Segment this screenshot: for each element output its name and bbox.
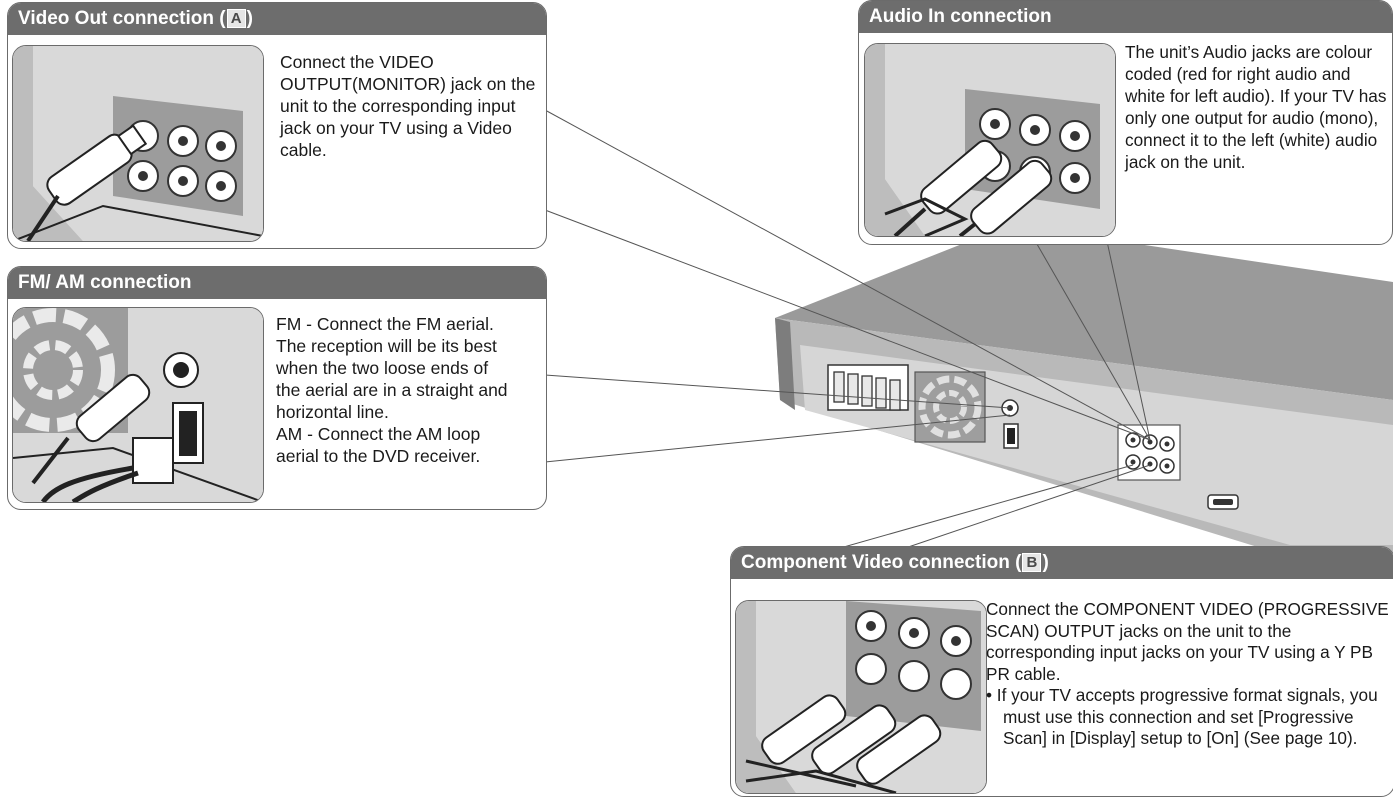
fm-am-header: FM/ AM connection <box>8 267 546 299</box>
video-out-title-end: ) <box>246 8 253 29</box>
component-video-illustration <box>735 600 987 794</box>
video-out-header: Video Out connection (A) <box>8 3 546 35</box>
badge-b: B <box>1022 553 1042 572</box>
component-video-description: Connect the COMPONENT VIDEO (PROGRESSIVE… <box>986 599 1391 750</box>
fm-am-line-1: FM - Connect the FM aerial. <box>276 314 494 334</box>
audio-in-panel: Audio In connection The unit’ <box>858 0 1393 245</box>
fm-am-illustration <box>12 307 264 503</box>
component-video-panel: Component Video connection (B) <box>730 546 1393 797</box>
audio-in-illustration <box>864 43 1116 237</box>
component-video-bullet: • If your TV accepts progressive format … <box>986 685 1378 748</box>
fm-am-panel: FM/ AM connection FM - Connect the FM ae… <box>7 266 547 510</box>
fm-am-line-2: The reception will be its best <box>276 336 497 356</box>
fm-am-line-4: the aerial are in a straight and <box>276 380 508 400</box>
component-video-title-end: ) <box>1042 552 1049 573</box>
component-video-title: Component Video connection ( <box>741 552 1022 573</box>
video-out-illustration <box>12 45 264 242</box>
fm-am-line-3: when the two loose ends of <box>276 358 489 378</box>
component-video-header: Component Video connection (B) <box>731 547 1393 579</box>
video-out-description: Connect the VIDEO OUTPUT(MONITOR) jack o… <box>280 51 540 161</box>
fm-am-title: FM/ AM connection <box>18 272 192 293</box>
leader-lines <box>544 109 1151 561</box>
video-out-text: Connect the VIDEO OUTPUT(MONITOR) jack o… <box>280 52 536 160</box>
fm-am-line-7: aerial to the DVD receiver. <box>276 446 481 466</box>
audio-in-header: Audio In connection <box>859 1 1392 33</box>
dvd-receiver-illustration <box>775 225 1393 560</box>
fm-am-description: FM - Connect the FM aerial. The receptio… <box>276 313 544 467</box>
audio-in-text: The unit’s Audio jacks are colour coded … <box>1125 42 1387 172</box>
fm-am-line-5: horizontal line. <box>276 402 389 422</box>
badge-a: A <box>226 9 246 28</box>
component-video-text: Connect the COMPONENT VIDEO (PROGRESSIVE… <box>986 599 1389 684</box>
audio-in-description: The unit’s Audio jacks are colour coded … <box>1125 41 1389 173</box>
video-out-panel: Video Out connection (A) Connect the VID… <box>7 2 547 249</box>
fm-am-line-6: AM - Connect the AM loop <box>276 424 481 444</box>
video-out-title: Video Out connection ( <box>18 8 226 29</box>
audio-in-title: Audio In connection <box>869 6 1052 27</box>
